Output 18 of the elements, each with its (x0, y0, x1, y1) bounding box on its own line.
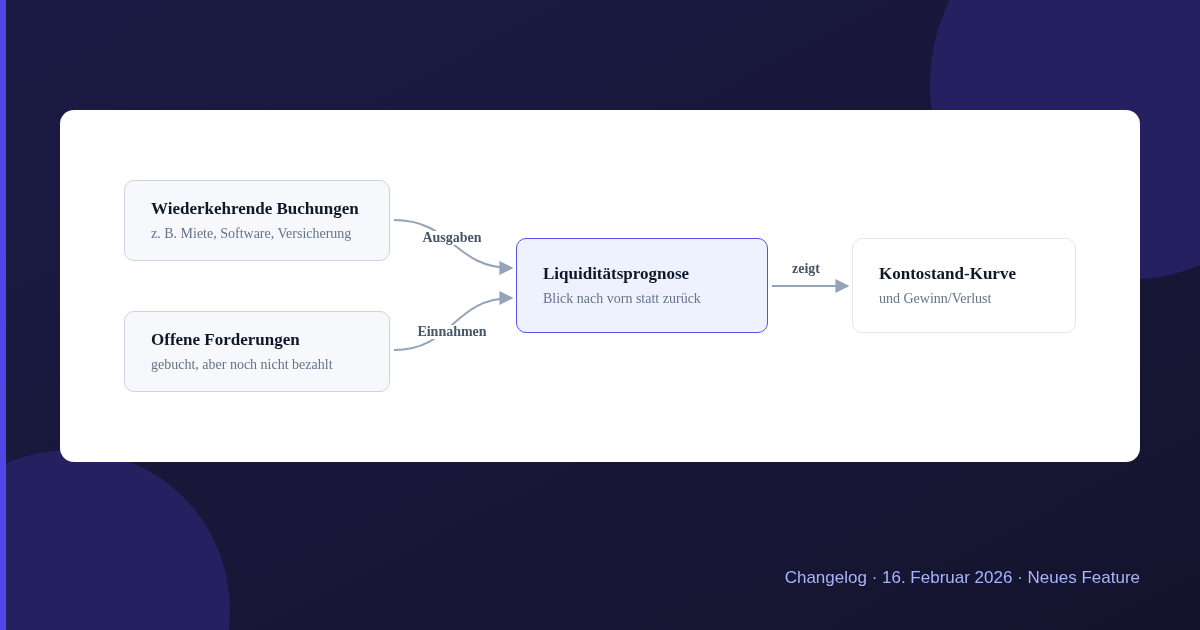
box-title: Wiederkehrende Buchungen (151, 198, 360, 220)
process-box (852, 238, 1076, 333)
edge-label: Ausgaben (420, 231, 484, 245)
footer-text: Changelog · 16. Februar 2026 · Neues Feature (784, 567, 1140, 589)
box-subtitle: Blick nach vorn statt zurück (543, 290, 702, 308)
process-box (124, 311, 390, 392)
box-subtitle: gebucht, aber noch nicht bezahlt (151, 356, 334, 374)
arrow (771, 279, 850, 293)
process-box (124, 180, 390, 261)
edge-label: zeigt (790, 262, 822, 276)
box-title: Offene Forderungen (151, 329, 301, 351)
edge-label: Einnahmen (415, 325, 489, 339)
box-title: Liquiditätsprognose (543, 263, 691, 285)
box-subtitle: z. B. Miete, Software, Versicherung (151, 225, 353, 243)
arrow (393, 219, 514, 275)
process-box (516, 238, 768, 333)
box-subtitle: und Gewinn/Verlust (879, 290, 993, 308)
box-title: Kontostand-Kurve (879, 263, 1017, 285)
